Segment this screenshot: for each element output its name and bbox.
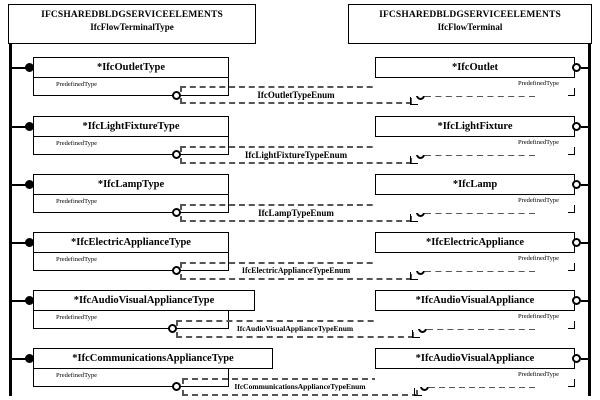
left-branch-row-1 [11,67,27,69]
left-composition-spine [9,44,12,396]
occurrence-attribute-label-row-2: PredefinedType [517,139,559,146]
type-enum-link-row-6 [150,386,175,387]
right-package-schema: IFCSHAREDBLDGSERVICEELEMENTS [379,10,561,20]
type-attribute-label-row-3: PredefinedType [56,198,98,205]
occurrence-enum-link-row-6 [429,386,535,388]
occurrence-class-attributes-row-4: PredefinedType [375,253,575,271]
occurrence-dash-end-row-3 [568,205,575,213]
enum-stub-bottom-row-6 [414,388,422,396]
occurrence-dash-end-row-4 [568,263,575,271]
occurrence-class-attributes-row-2: PredefinedType [375,137,575,155]
left-branch-row-4 [11,242,27,244]
right-branch-row-6 [581,358,590,360]
occurrence-class-attributes-row-6: PredefinedType [375,369,575,387]
type-attribute-label-row-4: PredefinedType [56,256,98,263]
type-enum-link-row-1 [150,95,175,96]
right-association-end-row-2 [572,122,581,131]
enum-label-row-2: IfcLightFixtureTypeEnum [244,150,348,160]
type-class-name-row-1[interactable]: *IfcOutletType [33,57,229,78]
enum-stub-bottom-row-1 [410,97,418,105]
type-enum-end-row-6 [172,382,181,391]
type-enum-link-row-4 [150,270,175,271]
right-package-header: IFCSHAREDBLDGSERVICEELEMENTS IfcFlowTerm… [348,4,592,44]
right-association-end-row-3 [572,180,581,189]
occurrence-class-name-row-6[interactable]: *IfcAudioVisualAppliance [375,348,575,369]
occurrence-enum-link-row-4 [425,270,535,272]
enum-box-row-6[interactable] [182,378,418,396]
right-association-end-row-4 [572,238,581,247]
type-class-name-row-6[interactable]: *IfcCommunicationsApplianceType [33,348,273,369]
occurrence-dash-end-row-5 [568,321,575,329]
occurrence-enum-link-row-1 [425,95,535,97]
occurrence-dash-end-row-6 [568,379,575,387]
occurrence-enum-link-row-3 [425,212,535,214]
enum-label-row-3: IfcLampTypeEnum [258,208,334,218]
occurrence-enum-link-row-5 [427,328,535,330]
right-association-end-row-5 [572,296,581,305]
occurrence-class-name-row-1[interactable]: *IfcOutlet [375,57,575,78]
right-composition-spine [588,44,591,396]
occurrence-class-attributes-row-3: PredefinedType [375,195,575,213]
occurrence-class-attributes-row-5: PredefinedType [375,311,575,329]
type-attribute-label-row-5: PredefinedType [56,314,98,321]
right-branch-row-5 [581,300,590,302]
occurrence-class-attributes-row-1: PredefinedType [375,78,575,96]
right-branch-row-1 [581,67,590,69]
right-package-entity: IfcFlowTerminal [437,21,503,32]
enum-stub-bottom-row-2 [410,156,418,164]
left-branch-row-3 [11,184,27,186]
left-package-schema: IFCSHAREDBLDGSERVICEELEMENTS [41,10,223,20]
occurrence-attribute-label-row-3: PredefinedType [517,197,559,204]
occurrence-attribute-label-row-1: PredefinedType [517,80,559,87]
type-attribute-label-row-2: PredefinedType [56,140,98,147]
enum-label-row-4: IfcElectricApplianceTypeEnum [241,266,351,275]
occurrence-class-name-row-2[interactable]: *IfcLightFixture [375,116,575,137]
type-class-name-row-5[interactable]: *IfcAudioVisualApplianceType [33,290,255,311]
enum-label-row-6: IfcCommunicationsApplianceTypeEnum [234,382,366,391]
left-branch-row-6 [11,358,27,360]
enum-label-row-5: IfcAudioVisualApplianceTypeEnum [236,324,354,333]
type-enum-link-row-5 [150,328,172,329]
right-branch-row-3 [581,184,590,186]
right-branch-row-2 [581,126,590,128]
left-branch-row-2 [11,126,27,128]
left-package-header: IFCSHAREDBLDGSERVICEELEMENTS IfcFlowTerm… [8,4,256,44]
enum-stub-bottom-row-3 [410,214,418,222]
right-association-end-row-6 [572,354,581,363]
type-class-name-row-2[interactable]: *IfcLightFixtureType [33,116,229,137]
enum-stub-bottom-row-4 [410,272,418,280]
type-class-name-row-4[interactable]: *IfcElectricApplianceType [33,232,229,253]
right-branch-row-4 [581,242,590,244]
enum-box-row-3[interactable] [180,204,412,222]
enum-label-row-1: IfcOutletTypeEnum [257,90,335,100]
type-enum-link-row-2 [150,154,175,155]
occurrence-attribute-label-row-5: PredefinedType [517,313,559,320]
left-package-entity: IfcFlowTerminalType [90,21,174,32]
type-attribute-label-row-6: PredefinedType [56,372,98,379]
occurrence-attribute-label-row-4: PredefinedType [517,255,559,262]
occurrence-enum-link-row-2 [425,154,535,156]
enum-box-row-4[interactable] [180,262,412,280]
occurrence-class-name-row-5[interactable]: *IfcAudioVisualAppliance [375,290,575,311]
enum-box-row-5[interactable] [176,320,414,338]
left-branch-row-5 [11,300,27,302]
occurrence-dash-end-row-2 [568,147,575,155]
right-association-end-row-1 [572,63,581,72]
type-enum-link-row-3 [150,212,175,213]
occurrence-attribute-label-row-6: PredefinedType [517,371,559,378]
type-class-name-row-3[interactable]: *IfcLampType [33,174,229,195]
enum-box-row-2[interactable] [180,146,412,164]
occurrence-class-name-row-3[interactable]: *IfcLamp [375,174,575,195]
enum-stub-bottom-row-5 [412,330,420,338]
type-attribute-label-row-1: PredefinedType [56,81,98,88]
occurrence-dash-end-row-1 [568,88,575,96]
occurrence-class-name-row-4[interactable]: *IfcElectricAppliance [375,232,575,253]
